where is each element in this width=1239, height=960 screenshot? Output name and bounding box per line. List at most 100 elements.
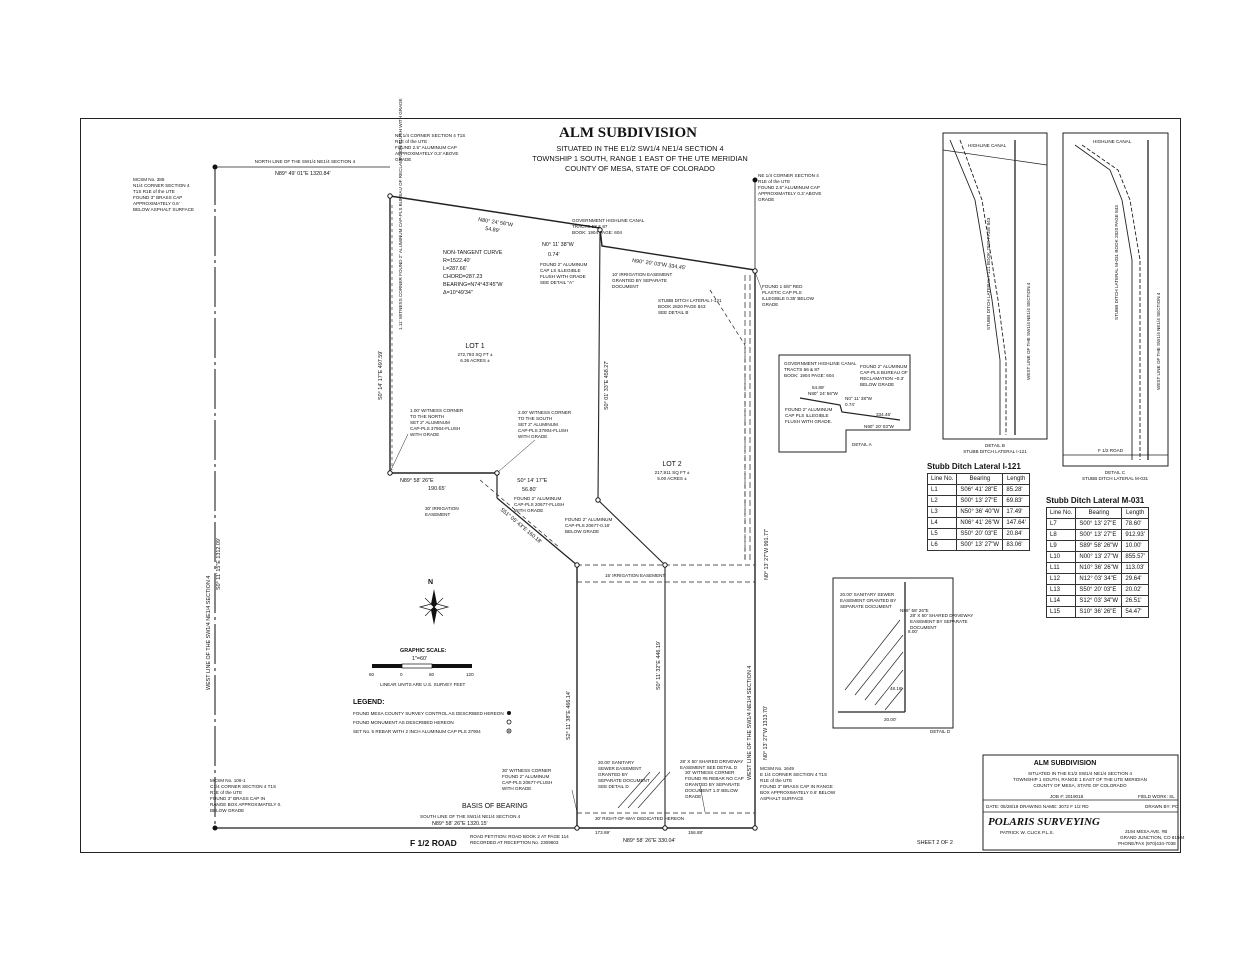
- scale-bar: [372, 663, 472, 669]
- lot2-label: LOT 2: [662, 461, 681, 468]
- dc-west: WEST LINE OF THE SW1/4 NE1/4 SECTION 4: [1156, 292, 1161, 390]
- table-cell: L8: [1045, 529, 1077, 541]
- tb-company: POLARIS SURVEYING: [988, 816, 1100, 828]
- tb-addr-1: GRAND JUNCTION, CO 81504: [1120, 835, 1185, 840]
- graphic-scale-title: GRAPHIC SCALE:: [400, 648, 447, 654]
- ne-l2: FOUND 2.5" ALUMINUM CAP: [758, 185, 820, 190]
- sn-l0: STUBB DITCH LATERAL I-121: [658, 298, 722, 303]
- legend-item-1: FOUND MESA COUNTY SURVEY CONTROL AS DESC…: [353, 711, 504, 716]
- east-lower-bearing: N0° 13' 27"W 1313.70': [763, 706, 769, 760]
- dist-top: 54.89': [485, 226, 500, 234]
- table-cell: L5: [926, 528, 958, 540]
- scale-tick-3: 120: [466, 672, 474, 677]
- da-b2: N0° 11' 38"W: [845, 396, 873, 401]
- i30-l0: 30' IRRIGATION: [425, 506, 459, 511]
- detail-d-hatch-3: [864, 651, 904, 701]
- canal-l0: GOVERNMENT HIGHLINE CANAL: [572, 218, 645, 223]
- m106-l0: MCSM No. 106-1: [210, 778, 246, 783]
- legend-monument-icon: [506, 719, 512, 725]
- table-cell: S06° 41' 28"E: [956, 484, 1004, 496]
- detail-c-label: DETAIL C: [1105, 470, 1126, 475]
- irr15-label: 15' IRRIGATION EASEMENT: [605, 573, 665, 578]
- leader-rebar: [754, 271, 763, 291]
- table-cell: 20.84': [1002, 528, 1030, 540]
- curve-l4: BEARING=N74°43'45"W: [443, 282, 503, 288]
- table-cell: 26.51': [1121, 595, 1149, 607]
- section-corner-n: [212, 164, 218, 170]
- lot1-label: LOT 1: [465, 343, 484, 350]
- detail-d-label: DETAIL D: [930, 729, 951, 734]
- db-stubb: STUBB DITCH LATERAL I-121 BOOK 2820 PAGE…: [986, 217, 991, 330]
- witness2-note: 2.00' WITNESS CORNER TO THE SOUTH SET 2"…: [518, 410, 572, 439]
- scale-seg-2: [401, 663, 433, 669]
- mcsm385-l4: APPROXIMATELY 0.6': [133, 201, 180, 206]
- it-l2: DOCUMENT: [612, 284, 639, 289]
- da-canal-2: BOOK: 1904 PAGE: 604: [784, 373, 834, 378]
- found-20677b-note: FOUND 2" ALUMINUM CAP-PLS 20677-0.16' BE…: [565, 517, 612, 534]
- nw-corner-note: NE 1/4 CORNER SECTION 4 T1S R1E of the U…: [395, 133, 465, 162]
- title-line-3: COUNTY OF MESA, STATE OF COLORADO: [565, 164, 715, 173]
- detail-d-hatch-4: [874, 669, 904, 706]
- tb-field: FIELD WORK: SL: [1138, 794, 1175, 799]
- curve-l3: CHORD=287.23: [443, 274, 482, 280]
- detail-c-sub: STUBB DITCH LATERAL M-031: [1082, 476, 1149, 481]
- detail-a: GOVERNMENT HIGHLINE CANAL TRACTS 66 & 87…: [778, 354, 911, 453]
- dd-d2: 8.00': [908, 629, 918, 634]
- table-i121-h0: Line No.: [926, 473, 958, 485]
- north-letter: N: [428, 579, 433, 586]
- fr-l3: GRADE: [762, 302, 778, 307]
- table-cell: L12: [1045, 573, 1077, 585]
- tb-line-0: SITUATED IN THE E1/2 SW1/4 NE1/4 SECTION…: [1028, 771, 1132, 776]
- da-canal-1: TRACTS 66 & 87: [784, 367, 820, 372]
- dd-drive-2: DOCUMENT: [910, 625, 937, 630]
- table-cell: S10° 36' 26"E: [1075, 606, 1123, 618]
- title-block-frame: [982, 754, 1179, 851]
- irrigation-top-note: 10' IRRIGATION EASEMENT GRANTED BY SEPAR…: [612, 272, 672, 289]
- road-petition-1: ROAD PETITION: ROAD BOOK 2 AT PAGE 114: [470, 834, 569, 839]
- table-cell: L9: [1045, 540, 1077, 552]
- tb-sheet: SHEET 2 OF 2: [917, 840, 953, 846]
- canal-l2: BOOK: 1904 PAGE: 604: [572, 230, 622, 235]
- north-arrow-icon: [418, 589, 450, 625]
- detail-a-frame: [778, 354, 911, 453]
- west-far-bearing: S0° 11' 15"E 1312.09': [216, 538, 222, 590]
- table-cell: S00° 13' 27"E: [956, 495, 1004, 507]
- ne-l1: R1E of the UTE: [758, 179, 790, 184]
- detail-b-label: DETAIL B: [985, 443, 1005, 448]
- south-bearing: N89° 58' 26"E 1320.15': [432, 821, 488, 827]
- east-vertical-bearing: N0° 13' 27"W 991.77': [764, 529, 770, 580]
- table-cell: S12° 03' 34"W: [1075, 595, 1123, 607]
- witness30b-note: 30' WITNESS CORNER FOUND #5 REBAR NO CAP…: [685, 770, 744, 799]
- m106-l4: RANGE BOX APPROXIMATELY 0.: [210, 802, 281, 807]
- diagonal-line: [496, 497, 578, 566]
- detail-b-frame: [942, 132, 1048, 440]
- nw-l0: NE 1/4 CORNER SECTION 4 T1S: [395, 133, 465, 138]
- sw-l2: GRANTED BY: [598, 772, 628, 777]
- driveway-note: 28' X 50' SHARED DRIVEWAY EASEMENT SEE D…: [680, 759, 743, 770]
- it-l0: 10' IRRIGATION EASEMENT: [612, 272, 672, 277]
- detail-a-label: DETAIL A: [852, 442, 873, 447]
- table-cell: 78.60': [1121, 518, 1149, 530]
- f2-l0: FOUND 2" ALUMINUM: [565, 517, 612, 522]
- detail-c: HIGHLINE CANAL WEST LINE OF THE SW1/4 NE…: [1062, 132, 1169, 481]
- units-note: LINEAR UNITS ARE U.S. SURVEY FEET: [380, 682, 466, 687]
- tb-drawn: DRAWN BY: PC: [1145, 804, 1179, 809]
- db-west: WEST LINE OF THE SW1/4 NE1/4 SECTION 4: [1026, 282, 1031, 380]
- table-cell: S00° 13' 27"W: [956, 539, 1004, 551]
- tb-surveyor: PATRICK W. CLICK P.L.S.: [1000, 830, 1054, 835]
- mcsm106-note: MCSM No. 106-1 C1/4 CORNER SECTION 4 T1S…: [210, 778, 281, 813]
- road-petition-2: RECORDED AT RECEPTION No. 2309603: [470, 840, 559, 845]
- found-rebar-note: FOUND 1 5/8" RED PLASTIC CAP PLS ILLEGIB…: [762, 284, 815, 307]
- parcel-north-boundary: [389, 195, 756, 828]
- nw-l4: GRADE: [395, 157, 411, 162]
- ne-corner-note: NE 1/4 CORNER SECTION 4 R1E of the UTE F…: [758, 173, 821, 202]
- it-l1: GRANTED BY SEPARATE: [612, 278, 667, 283]
- m106-l2: R1E of the UTE: [210, 790, 242, 795]
- fc-l1: CAP LS ILLEGIBLE: [540, 268, 581, 273]
